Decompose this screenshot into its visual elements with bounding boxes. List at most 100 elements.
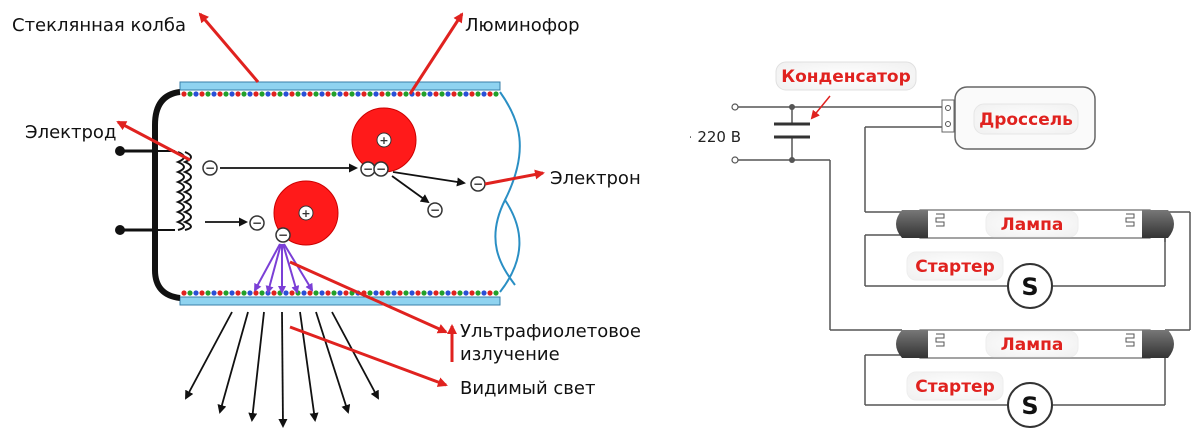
label-starter-2: Стартер <box>915 377 995 397</box>
electrode-coil <box>158 150 192 231</box>
phosphor-dot <box>391 290 397 296</box>
phosphor-dot <box>283 290 289 296</box>
phosphor-dot <box>343 290 349 296</box>
svg-text:−: − <box>278 228 288 242</box>
starter-1: Стартер S <box>906 251 1053 309</box>
junction <box>789 104 795 110</box>
phosphor-dot <box>289 91 295 97</box>
phosphor-dot <box>391 91 397 97</box>
phosphor-dot <box>301 91 307 97</box>
uv-rays <box>254 243 314 294</box>
visible-light-rays <box>185 311 379 428</box>
phosphor-dot <box>421 290 427 296</box>
phosphor-dot <box>193 290 199 296</box>
phosphor-dot <box>337 91 343 97</box>
phosphor-dot <box>259 290 265 296</box>
label-lamp-1: Лампа <box>1001 215 1064 235</box>
phosphor-dot <box>445 290 451 296</box>
junction <box>789 157 795 163</box>
glass-tube-bottom <box>179 290 501 306</box>
svg-text:−: − <box>430 203 440 217</box>
phosphor-dot <box>415 290 421 296</box>
phosphor-dot <box>433 290 439 296</box>
phosphor-dot <box>199 91 205 97</box>
electron-paths <box>205 163 466 227</box>
electron: − <box>249 215 265 231</box>
phosphor-dot <box>355 91 361 97</box>
nucleus-sign: + <box>301 207 310 220</box>
phosphor-dot <box>229 290 235 296</box>
phosphor-dot <box>241 91 247 97</box>
starter-symbol-1: S <box>1021 273 1038 301</box>
phosphor-dot <box>409 290 415 296</box>
svg-text:−: − <box>376 162 386 176</box>
phosphor-dot <box>259 91 265 97</box>
phosphor-dot <box>223 290 229 296</box>
input-terminals <box>731 103 739 164</box>
phosphor-dot <box>367 91 373 97</box>
phosphor-dot <box>343 91 349 97</box>
phosphor-dot <box>463 290 469 296</box>
phosphor-dot <box>385 290 391 296</box>
phosphor-dot <box>493 290 499 296</box>
phosphor-dot <box>217 290 223 296</box>
electron: − <box>427 202 443 218</box>
phosphor-dot <box>187 91 193 97</box>
phosphor-dot <box>217 91 223 97</box>
fluorescent-lamp-diagram: + + − − − − − − − <box>12 12 641 428</box>
label-electron: Электрон <box>550 168 641 189</box>
phosphor-dot <box>325 91 331 97</box>
phosphor-dot <box>265 91 271 97</box>
phosphor-dot <box>253 290 259 296</box>
phosphor-dot <box>247 91 253 97</box>
lamp-1: Лампа <box>896 209 1174 239</box>
phosphor-dot <box>439 290 445 296</box>
label-choke: Дроссель <box>979 110 1073 130</box>
phosphor-dot <box>307 91 313 97</box>
phosphor-dot <box>205 290 211 296</box>
phosphor-dot <box>457 91 463 97</box>
phosphor-dot <box>439 91 445 97</box>
phosphor-dot <box>373 290 379 296</box>
phosphor-dot <box>493 91 499 97</box>
phosphor-dot <box>187 290 193 296</box>
phosphor-dot <box>331 290 337 296</box>
phosphor-dot <box>313 91 319 97</box>
phosphor-dot <box>487 91 493 97</box>
lamp-2: Лампа <box>896 329 1174 359</box>
phosphor-dot <box>463 91 469 97</box>
phosphor-dot <box>337 290 343 296</box>
label-electrode: Электрод <box>25 122 116 143</box>
phosphor-dot <box>307 290 313 296</box>
phosphor-dot <box>451 91 457 97</box>
svg-text:−: − <box>363 162 373 176</box>
phosphor-dot <box>427 91 433 97</box>
phosphor-dot <box>445 91 451 97</box>
svg-text:−: − <box>205 161 215 175</box>
phosphor-dot <box>199 290 205 296</box>
atom-lower: + <box>273 180 339 246</box>
label-starter-1: Стартер <box>915 257 995 277</box>
phosphor-dot <box>457 290 463 296</box>
lamp-circuit-diagram: ~ 220 В Конденсатор Дроссель Лампа Старт… <box>690 0 1200 444</box>
phosphor-dot <box>397 290 403 296</box>
phosphor-dot <box>481 290 487 296</box>
phosphor-dot <box>469 91 475 97</box>
choke: Дроссель <box>941 86 1096 150</box>
phosphor-dot <box>427 290 433 296</box>
phosphor-dot <box>301 290 307 296</box>
phosphor-dot <box>319 91 325 97</box>
label-phosphor: Люминофор <box>465 15 580 36</box>
phosphor-dot <box>229 91 235 97</box>
nucleus-sign: + <box>379 134 388 147</box>
phosphor-dot <box>211 91 217 97</box>
phosphor-dot <box>211 290 217 296</box>
phosphor-dot <box>451 290 457 296</box>
phosphor-dot <box>403 290 409 296</box>
electron: − <box>470 176 486 192</box>
electron: − <box>360 161 376 177</box>
svg-text:Конденсатор: Конденсатор <box>781 67 911 87</box>
label-visible-light: Видимый свет <box>460 378 595 399</box>
phosphor-dot <box>295 91 301 97</box>
electrons: − − − − − − − <box>202 160 486 243</box>
